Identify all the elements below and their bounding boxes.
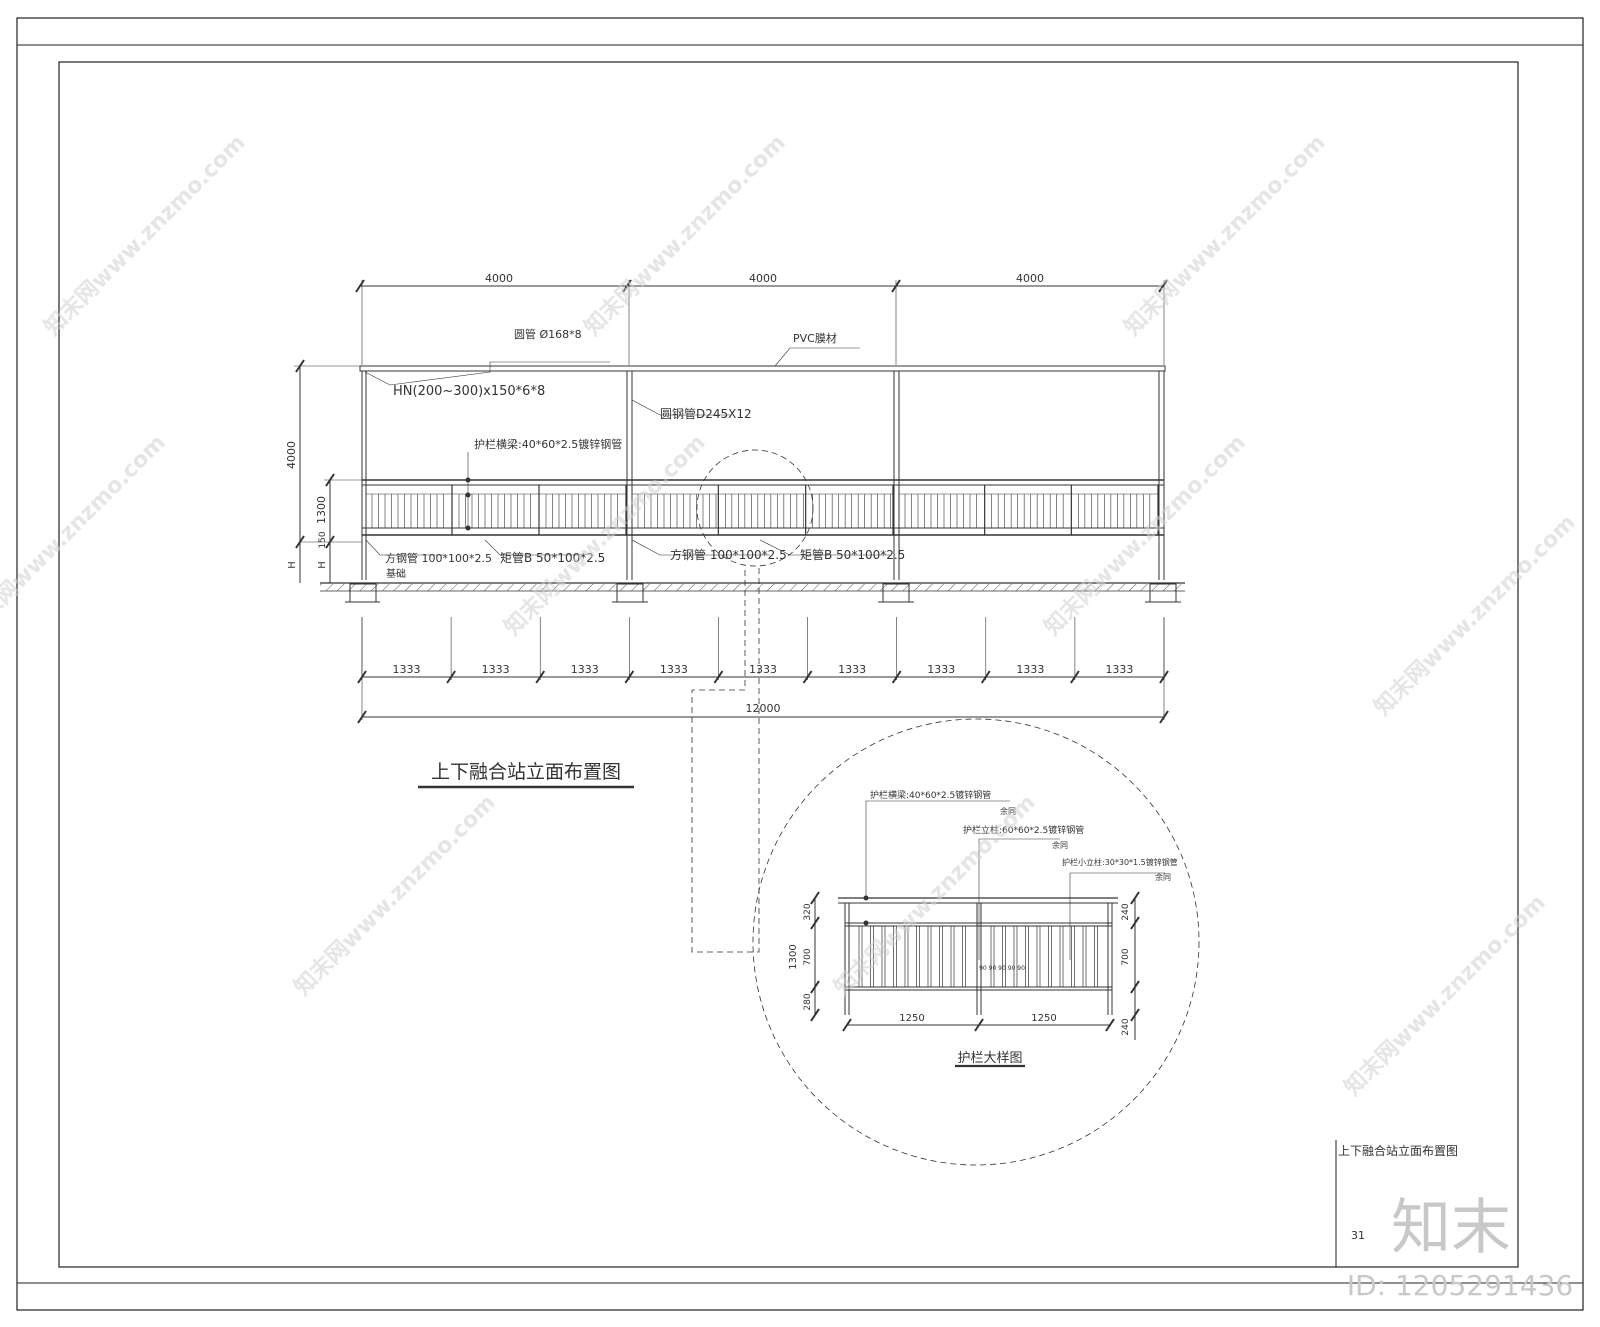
detail-callout-1: 护栏横梁:40*60*2.5镀锌钢管 <box>870 789 991 801</box>
top-dim-3: 4000 <box>1016 272 1044 285</box>
detail-callout-1b: 余同 <box>1000 806 1016 816</box>
watermark-logo: 知末 <box>1391 1193 1511 1263</box>
main-elevation <box>294 279 1185 953</box>
title-block: 上下融合站立面布置图 31 <box>1338 1143 1458 1242</box>
bottom-dim-label: 1333 <box>393 663 421 676</box>
bottom-dim-label: 1333 <box>1105 663 1133 676</box>
detail-left-dim-2: 700 <box>803 948 813 965</box>
detail-callout-2b: 余同 <box>1052 840 1068 850</box>
pvc-label: PVC膜材 <box>793 331 837 345</box>
bottom-dim-label: 1333 <box>1016 663 1044 676</box>
watermark-text: 知末网www.znzmo.com <box>0 429 171 640</box>
bottom-dim-label: 1333 <box>838 663 866 676</box>
bottom-dim-label: 1333 <box>571 663 599 676</box>
sq-pipe-label-1: 方钢管 100*100*2.5 <box>385 551 492 565</box>
railing-detail <box>752 718 1200 1166</box>
watermark-text: 知末网www.znzmo.com <box>39 129 250 340</box>
main-title: 上下融合站立面布置图 <box>431 761 621 783</box>
watermark-text: 知末网www.znzmo.com <box>1119 129 1330 340</box>
watermark-text: 知末网www.znzmo.com <box>1369 509 1580 720</box>
top-dim-2: 4000 <box>749 272 777 285</box>
height-dim-4000: 4000 <box>285 441 298 469</box>
height-dim-1300: 1300 <box>315 496 328 524</box>
watermark-text: 知末网www.znzmo.com <box>289 789 500 1000</box>
inner-frame <box>58 61 1519 1268</box>
detail-left-total: 1300 <box>788 944 799 969</box>
detail-right-dim-3: 240 <box>1121 1018 1131 1035</box>
top-dim-1: 4000 <box>485 272 513 285</box>
steel-pipe-label: 圆钢管D245X12 <box>660 406 752 421</box>
bottom-dim-label: 1333 <box>927 663 955 676</box>
detail-right-dim-2: 700 <box>1121 948 1131 965</box>
sq-pipe-label-2: 方钢管 100*100*2.5 <box>670 547 787 562</box>
detail-callout-3b: 余同 <box>1155 872 1171 882</box>
watermark-id: ID: 1205291436 <box>1347 1269 1573 1302</box>
detail-title: 护栏大样图 <box>957 1051 1022 1066</box>
main-labels: 4000 4000 4000 圆管 Ø168*8 PVC膜材 HN(200~30… <box>285 272 1133 783</box>
detail-right-dim-1: 240 <box>1121 903 1131 920</box>
detail-bottom-dim-1: 1250 <box>899 1013 924 1024</box>
height-dim-h1: H <box>287 561 298 569</box>
detail-left-dim-3: 280 <box>803 993 813 1010</box>
bottom-dim-label: 1333 <box>660 663 688 676</box>
height-dim-150: 150 <box>318 531 328 548</box>
detail-callout-2: 护栏立柱:60*60*2.5镀锌钢管 <box>963 824 1084 836</box>
rect-pipe-label-1: 矩管B 50*100*2.5 <box>500 550 605 565</box>
detail-labels: 护栏横梁:40*60*2.5镀锌钢管 余同 护栏立柱:60*60*2.5镀锌钢管… <box>788 789 1178 1066</box>
detail-spacing: 90 90 90 90 90 <box>979 965 1025 972</box>
outer-frame <box>16 17 1584 1311</box>
watermark-text: 知末网www.znzmo.com <box>1339 889 1550 1100</box>
total-dim: 12000 <box>746 702 781 715</box>
detail-left-dim-1: 320 <box>803 903 813 920</box>
watermark-text: 知末网www.znzmo.com <box>579 129 790 340</box>
page-number: 31 <box>1351 1229 1365 1242</box>
bottom-dim-label: 1333 <box>482 663 510 676</box>
detail-bottom-dim-2: 1250 <box>1031 1013 1056 1024</box>
title-block-name: 上下融合站立面布置图 <box>1338 1143 1458 1158</box>
detail-callout-3: 护栏小立柱:30*30*1.5镀锌钢管 <box>1062 857 1178 867</box>
foundation-label: 基础 <box>386 567 406 580</box>
rail-beam-label: 护栏横梁:40*60*2.5镀锌钢管 <box>474 437 622 451</box>
hn-label: HN(200~300)x150*6*8 <box>393 384 545 399</box>
bottom-dim-label: 1333 <box>749 663 777 676</box>
height-dim-h2: H <box>317 561 328 569</box>
rect-pipe-label-2: 矩管B 50*100*2.5 <box>800 547 905 562</box>
round-pipe-label: 圆管 Ø168*8 <box>514 327 582 341</box>
